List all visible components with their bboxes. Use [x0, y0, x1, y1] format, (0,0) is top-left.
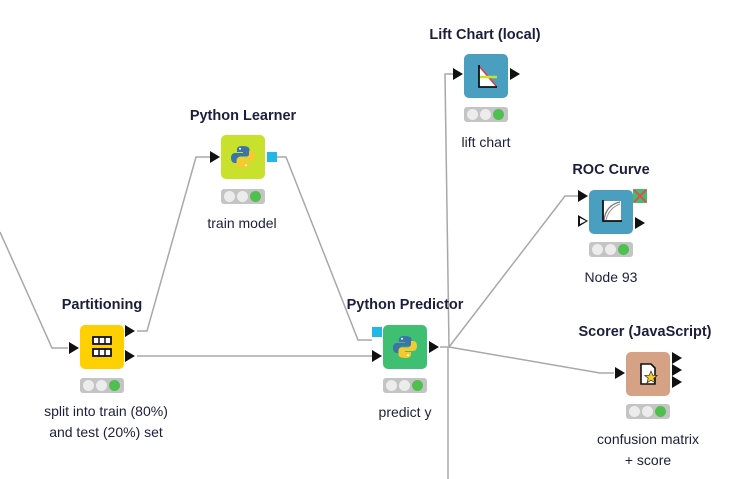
status-traffic-light — [589, 242, 633, 257]
connection-predictor-to-scorer[interactable] — [448, 346, 614, 374]
roc-curve-icon — [602, 200, 622, 222]
connection-learner-to-predictor[interactable] — [277, 156, 372, 341]
python-icon — [231, 146, 255, 168]
status-traffic-light — [626, 404, 670, 419]
node-box[interactable] — [383, 325, 427, 369]
node-box[interactable] — [80, 325, 124, 369]
output-port-test[interactable] — [125, 350, 135, 362]
input-port[interactable] — [578, 190, 588, 202]
node-description[interactable]: predict y — [379, 402, 432, 423]
node-box[interactable] — [464, 54, 508, 98]
node-title[interactable]: Python Learner — [189, 108, 297, 124]
node-description[interactable]: Node 93 — [585, 267, 638, 288]
node-description[interactable]: train model — [207, 213, 276, 234]
output-port[interactable] — [429, 341, 439, 353]
connection-input-to-partitioning[interactable] — [0, 231, 68, 349]
node-description[interactable]: confusion matrix + score — [597, 429, 699, 471]
inactive-port-cross-icon — [633, 189, 647, 203]
lift-chart-icon — [478, 65, 498, 88]
python-icon — [393, 336, 417, 358]
input-port[interactable] — [69, 342, 79, 354]
node-title[interactable]: ROC Curve — [572, 162, 650, 178]
input-port[interactable] — [615, 367, 625, 379]
output-port[interactable] — [635, 217, 645, 229]
node-description[interactable]: split into train (80%) and test (20%) se… — [44, 401, 168, 443]
scorer-document-icon — [640, 363, 659, 385]
status-traffic-light — [383, 378, 427, 393]
model-input-port[interactable] — [372, 327, 382, 337]
description-line: and test (20%) set — [49, 424, 163, 440]
output-port[interactable] — [510, 68, 520, 80]
optional-input-port[interactable] — [578, 215, 588, 227]
node-title[interactable]: Python Predictor — [346, 297, 464, 313]
description-line: train model — [207, 215, 277, 231]
input-port[interactable] — [210, 151, 220, 163]
description-line: Node 93 — [584, 269, 638, 285]
model-output-port[interactable] — [267, 152, 277, 162]
status-traffic-light — [464, 107, 508, 122]
input-port[interactable] — [372, 350, 382, 362]
node-description[interactable]: lift chart — [461, 132, 510, 153]
table-partition-icon — [92, 336, 112, 357]
description-line: split into train (80%) — [44, 403, 168, 419]
description-line: lift chart — [461, 134, 511, 150]
output-port-2[interactable] — [672, 364, 682, 376]
status-traffic-light — [221, 189, 265, 204]
connection-predictor-to-lift[interactable] — [440, 73, 453, 348]
node-title[interactable]: Scorer (JavaScript) — [578, 324, 712, 340]
node-box[interactable] — [221, 135, 265, 179]
status-traffic-light — [80, 378, 124, 393]
output-port-train[interactable] — [125, 325, 135, 337]
output-port-3[interactable] — [672, 376, 682, 388]
node-box[interactable] — [626, 352, 670, 396]
input-port[interactable] — [453, 68, 463, 80]
node-box[interactable] — [589, 190, 633, 234]
description-line: + score — [624, 452, 672, 468]
output-port-1[interactable] — [672, 352, 682, 364]
description-line: confusion matrix — [597, 431, 699, 447]
connection-partitioning-to-learner[interactable] — [137, 156, 210, 332]
connection-predictor-to-roc[interactable] — [448, 195, 578, 348]
description-line: predict y — [378, 404, 432, 420]
node-title[interactable]: Lift Chart (local) — [429, 27, 541, 43]
node-title[interactable]: Partitioning — [61, 297, 143, 313]
